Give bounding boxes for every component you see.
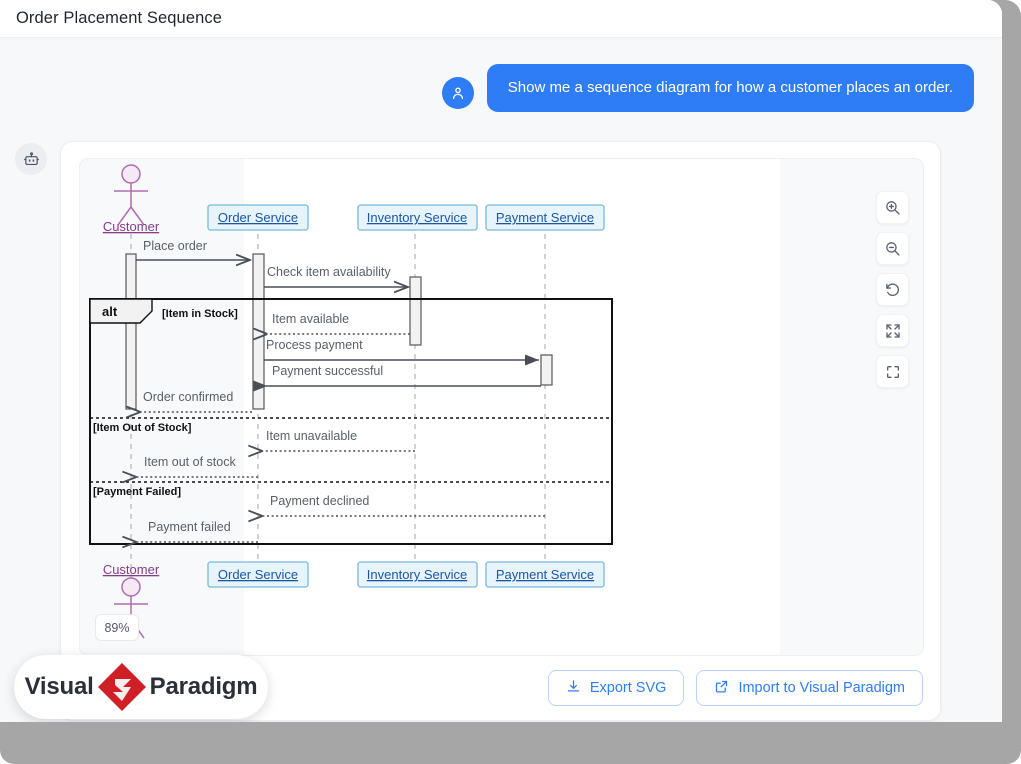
alt-fragment: alt [Item in Stock] [Item Out of Stock] … (89, 298, 613, 545)
svg-text:Check item availability: Check item availability (267, 265, 391, 279)
brand-word-right: Paradigm (149, 673, 258, 700)
svg-text:Payment declined: Payment declined (270, 494, 369, 508)
message-item-out-of-stock: Item out of stock (135, 455, 258, 477)
sequence-diagram-svg[interactable]: Customer Order Service Inventory Service… (80, 159, 924, 656)
card-footer-actions: Export SVG Import to Visual Paradigm (547, 670, 923, 706)
magnifier-minus-icon[interactable] (876, 232, 909, 265)
zoom-level-badge[interactable]: 89% (95, 614, 139, 641)
magnifier-plus-icon[interactable] (876, 191, 909, 224)
actor-label-customer-bottom: Customer (103, 562, 160, 577)
message-payment-successful: Payment successful (253, 364, 541, 392)
external-link-icon (714, 679, 729, 698)
rotate-ccw-icon[interactable] (876, 273, 909, 306)
svg-text:Item unavailable: Item unavailable (266, 429, 357, 443)
svg-text:Item out of stock: Item out of stock (144, 455, 236, 469)
robot-icon (15, 143, 47, 175)
svg-text:Order confirmed: Order confirmed (143, 390, 233, 404)
app-window: Order Placement Sequence Show me a seque… (0, 0, 1002, 721)
actor-customer-top (114, 164, 148, 226)
lifeline-head-payment-bottom: Payment Service (485, 561, 605, 588)
titlebar: Order Placement Sequence (0, 0, 1002, 38)
import-to-visual-paradigm-button[interactable]: Import to Visual Paradigm (696, 670, 923, 706)
svg-text:Order Service: Order Service (218, 210, 298, 225)
svg-text:Process payment: Process payment (266, 338, 363, 352)
message-item-available: Item available (266, 312, 410, 334)
message-check-item-availability: Check item availability (264, 265, 408, 287)
svg-text:Order Service: Order Service (218, 567, 298, 582)
diagram-panel[interactable]: Customer Order Service Inventory Service… (79, 158, 924, 656)
guard-label-2: [Item Out of Stock] (93, 422, 192, 434)
export-svg-label: Export SVG (589, 680, 667, 696)
lifeline-head-inventory-bottom: Inventory Service (357, 561, 478, 588)
lifeline-head-order-bottom: Order Service (207, 561, 309, 588)
visual-paradigm-badge: Visual Paradigm (14, 655, 268, 719)
svg-text:Payment successful: Payment successful (272, 364, 383, 378)
message-item-unavailable: Item unavailable (261, 429, 415, 451)
user-icon (441, 77, 474, 109)
arrows-out-icon[interactable] (876, 314, 909, 347)
lifeline-head-order-top: Order Service (207, 204, 309, 231)
diagram-zoom-controls[interactable] (876, 191, 909, 388)
message-payment-failed: Payment failed (135, 520, 258, 542)
svg-text:Inventory Service: Inventory Service (367, 210, 467, 225)
export-svg-button[interactable]: Export SVG (547, 670, 685, 706)
message-order-confirmed: Order confirmed (139, 390, 252, 412)
guard-label-1: [Item in Stock] (162, 308, 238, 320)
svg-text:Inventory Service: Inventory Service (367, 567, 467, 582)
message-place-order: Place order (136, 239, 250, 260)
diagram-result-card: Customer Order Service Inventory Service… (60, 141, 941, 721)
visual-paradigm-diamond-icon (97, 662, 146, 712)
svg-text:Payment failed: Payment failed (148, 520, 231, 534)
svg-text:Place order: Place order (143, 239, 207, 253)
chat-message-user: Show me a sequence diagram for how a cus… (0, 64, 1002, 112)
user-message-bubble: Show me a sequence diagram for how a cus… (486, 64, 974, 112)
lifeline-head-payment-top: Payment Service (485, 204, 605, 231)
import-label: Import to Visual Paradigm (738, 680, 905, 696)
svg-text:Payment Service: Payment Service (496, 210, 594, 225)
svg-text:Payment Service: Payment Service (496, 567, 594, 582)
message-process-payment: Process payment (264, 338, 539, 366)
page-title: Order Placement Sequence (16, 9, 223, 27)
lifeline-head-inventory-top: Inventory Service (357, 204, 478, 231)
download-icon (566, 679, 581, 698)
window-bezel-bottom (0, 720, 1021, 764)
actor-label-customer-top: Customer (103, 219, 160, 234)
message-payment-declined: Payment declined (261, 494, 545, 516)
svg-text:Item available: Item available (272, 312, 349, 326)
crop-frame-icon[interactable] (876, 355, 909, 388)
brand-word-left: Visual (24, 673, 94, 700)
fragment-operator-label: alt (102, 304, 118, 319)
guard-label-3: [Payment Failed] (93, 486, 181, 498)
